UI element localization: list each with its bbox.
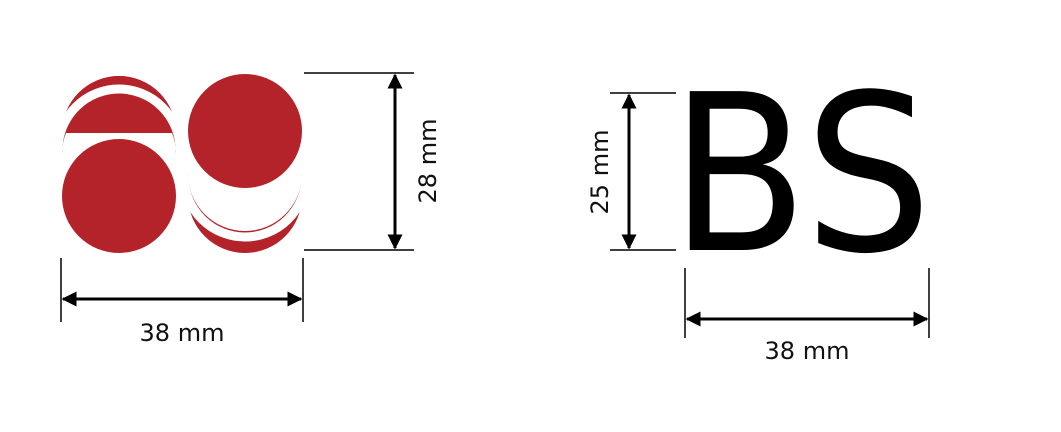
logo-gap-right [179,175,311,242]
bs-letters: BS [670,49,932,302]
logo-circle-top-right [188,74,302,188]
red-circles-logo [62,74,302,253]
letters-height-label: 25 mm [586,130,614,215]
logo-height-label: 28 mm [414,119,442,204]
logo-circle-bottom-left [62,139,176,253]
logo-gap-left [53,84,185,151]
logo-panel: 38 mm 28 mm [53,72,442,347]
logo-shape-top-left-dome [62,76,176,133]
logo-separators [53,84,311,242]
letters-width-label: 38 mm [765,337,850,365]
letter-panel: BS 25 mm 38 mm [586,49,932,365]
logo-width-label: 38 mm [140,319,225,347]
